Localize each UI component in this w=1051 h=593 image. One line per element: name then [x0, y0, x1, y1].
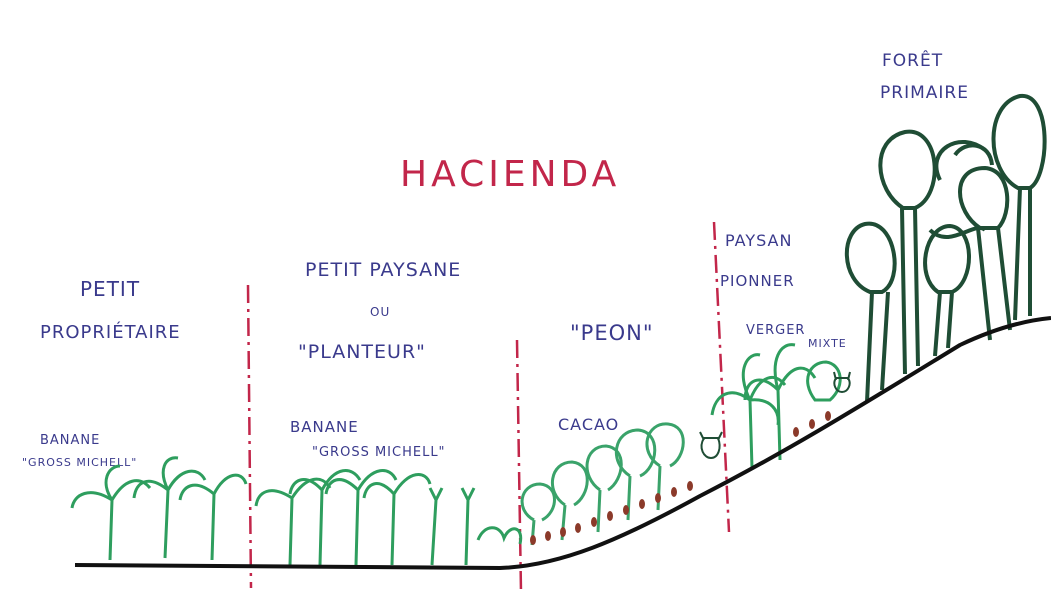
- cacao-pod: [575, 523, 581, 533]
- zone-label-line3: "PLANTEUR": [298, 341, 426, 363]
- cacao-pod: [639, 499, 645, 509]
- crop-cacao: CACAO: [558, 415, 619, 434]
- crop-label-line1: BANANE: [40, 433, 100, 448]
- zone-label-line2: PRIMAIRE: [880, 83, 969, 103]
- palm: [710, 353, 787, 469]
- divider-1: [246, 284, 253, 589]
- zone-label-line2: OU: [370, 305, 390, 319]
- cow-icon: [699, 431, 723, 460]
- cacao-pod: [809, 419, 815, 429]
- crop-verger-mixte: VERGER MIXTE: [746, 323, 847, 350]
- cacao-pods: [530, 411, 831, 545]
- cacao-pod: [825, 411, 831, 421]
- shrub: [476, 526, 523, 545]
- orchard-tree: [806, 360, 842, 402]
- cows: [699, 371, 851, 460]
- zone-label-line2: PROPRIÉTAIRE: [40, 321, 181, 343]
- banana-grove-1: [70, 456, 248, 561]
- zone-foret-primaire: FORÊT PRIMAIRE: [880, 49, 969, 103]
- zone-dividers: [246, 221, 731, 593]
- crop-label-line2: "GROSS MICHELL": [312, 445, 446, 460]
- forest-tree: [991, 93, 1047, 321]
- cacao-pod: [607, 511, 613, 521]
- cacao-pod: [671, 487, 677, 497]
- forest-tree: [878, 129, 937, 375]
- corn-plant: [428, 487, 476, 566]
- zone-petit-paysane: PETIT PAYSANE OU "PLANTEUR": [298, 259, 461, 363]
- cacao-pod: [623, 505, 629, 515]
- crop-label-line2: MIXTE: [808, 337, 847, 350]
- cacao-tree: [550, 460, 589, 541]
- crop-label: CACAO: [558, 415, 619, 434]
- zone-label-line1: PETIT PAYSANE: [305, 259, 461, 281]
- cacao-tree: [585, 444, 623, 533]
- verger-mixte: [710, 343, 842, 469]
- crop-banane-1: BANANE "GROSS MICHELL": [22, 433, 137, 469]
- primary-forest: [844, 93, 1047, 403]
- forest-tree: [958, 165, 1012, 341]
- crop-label-line1: VERGER: [746, 323, 805, 338]
- cow-icon: [833, 371, 851, 394]
- zone-label-line2: PIONNER: [720, 272, 795, 290]
- diagram-title: HACIENDA: [400, 154, 620, 195]
- banana-plant: [362, 473, 432, 566]
- crop-banane-2: BANANE "GROSS MICHELL": [290, 418, 446, 460]
- palm: [743, 343, 817, 461]
- cacao-grove: [520, 422, 685, 546]
- banana-grove-2: [254, 469, 523, 566]
- banana-plant: [132, 456, 207, 559]
- zone-petit-proprietaire: PETIT PROPRIÉTAIRE: [40, 277, 181, 343]
- cacao-tree: [614, 428, 657, 521]
- ground-line: [74, 316, 1051, 571]
- cacao-pod: [687, 481, 693, 491]
- divider-2: [515, 339, 523, 593]
- cacao-pod: [530, 535, 536, 545]
- zone-peon: "PEON": [570, 321, 654, 345]
- banana-plant: [324, 469, 398, 566]
- cacao-pod: [655, 493, 661, 503]
- cacao-pod: [591, 517, 597, 527]
- zone-label: "PEON": [570, 321, 654, 345]
- zone-label-line1: PETIT: [80, 277, 140, 301]
- cacao-pod: [545, 531, 551, 541]
- forest-tree: [844, 221, 897, 403]
- banana-plant: [288, 469, 362, 566]
- banana-plant: [178, 473, 248, 561]
- banana-plant: [70, 464, 152, 561]
- crop-label-line2: "GROSS MICHELL": [22, 456, 137, 469]
- zone-paysan-pionner: PAYSAN PIONNER: [720, 231, 795, 290]
- zone-label-line1: PAYSAN: [725, 231, 792, 250]
- cacao-pod: [793, 427, 799, 437]
- forest-tree: [923, 223, 971, 357]
- forest-canopy: [928, 139, 994, 239]
- cacao-pod: [560, 527, 566, 537]
- crop-label-line1: BANANE: [290, 418, 359, 436]
- zone-label-line1: FORÊT: [882, 49, 943, 71]
